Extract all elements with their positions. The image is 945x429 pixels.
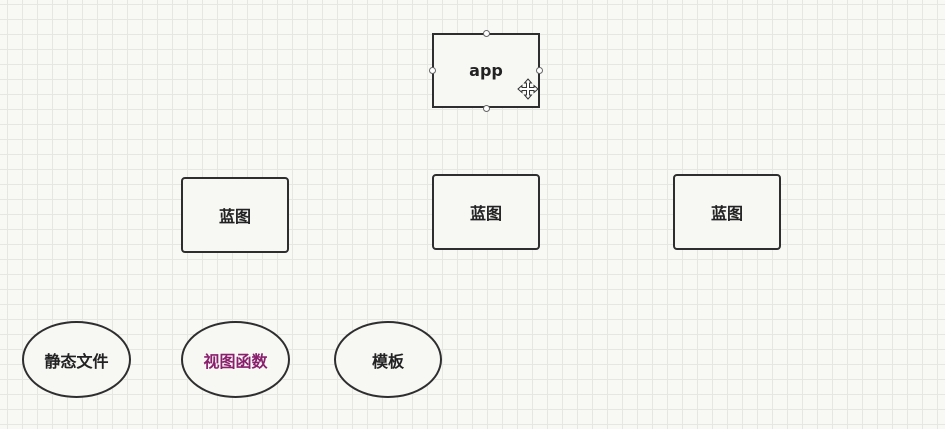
app-node[interactable]: app <box>432 33 540 108</box>
blueprint-node-3-label: 蓝图 <box>710 204 743 223</box>
templates-node[interactable]: 模板 <box>334 321 442 398</box>
move-cursor-icon <box>517 78 539 100</box>
static-files-node[interactable]: 静态文件 <box>22 321 131 398</box>
app-node-label: app <box>469 61 503 80</box>
blueprint-node-2-label: 蓝图 <box>469 204 502 223</box>
view-functions-node[interactable]: 视图函数 <box>181 321 290 398</box>
selection-handle-top[interactable] <box>483 30 490 37</box>
static-files-node-label: 静态文件 <box>44 351 109 371</box>
selection-handle-left[interactable] <box>429 67 436 74</box>
selection-handle-bottom[interactable] <box>483 105 490 112</box>
blueprint-node-1[interactable]: 蓝图 <box>181 177 289 253</box>
selection-handle-right[interactable] <box>536 67 543 74</box>
blueprint-node-3[interactable]: 蓝图 <box>673 174 781 250</box>
blueprint-node-2[interactable]: 蓝图 <box>432 174 540 250</box>
blueprint-node-1-label: 蓝图 <box>218 207 251 226</box>
view-functions-node-label: 视图函数 <box>203 351 268 371</box>
templates-node-label: 模板 <box>371 351 404 371</box>
